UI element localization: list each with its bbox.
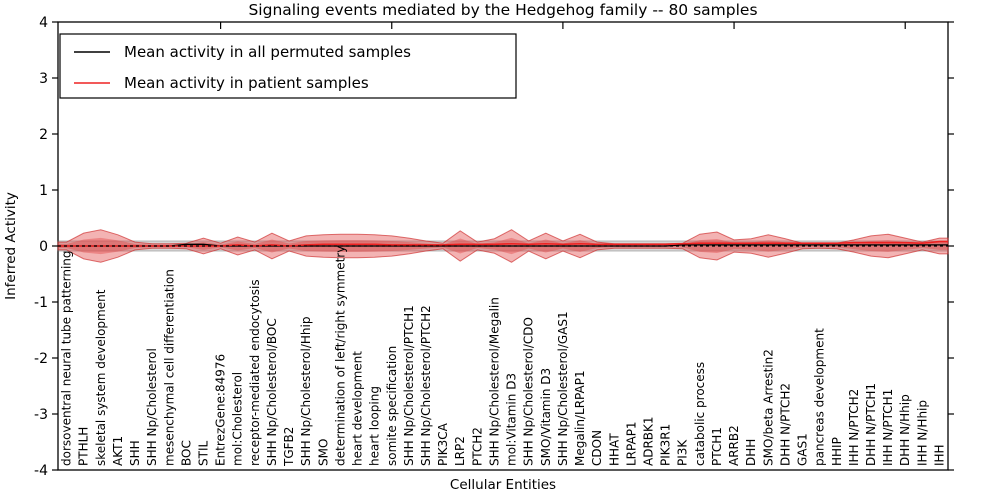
- x-category-label: IHH N/PTCH2: [847, 389, 861, 466]
- x-category-label: IHH: [932, 444, 946, 466]
- x-category-label: IHH N/Hhip: [915, 400, 929, 466]
- y-tick-label: 1: [39, 183, 48, 199]
- y-axis-label: Inferred Activity: [3, 192, 19, 300]
- legend-label-permuted: Mean activity in all permuted samples: [124, 43, 411, 61]
- x-category-label: PIK3CA: [436, 422, 450, 466]
- x-category-label: SHH: [128, 440, 142, 466]
- x-category-label: dorsoventral neural tube patterning: [60, 250, 74, 466]
- x-category-label: AKT1: [111, 436, 125, 466]
- x-category-label: IHH N/PTCH1: [881, 389, 895, 466]
- x-category-label: DHH N/Hhip: [898, 394, 912, 466]
- x-category-label: pancreas development: [813, 328, 827, 466]
- x-category-label: SHH Np/Cholesterol/Megalin: [487, 297, 501, 466]
- y-tick-label: -4: [34, 463, 48, 479]
- mean-lines: [58, 240, 948, 247]
- legend-label-patient: Mean activity in patient samples: [124, 74, 369, 92]
- x-category-label: receptor-mediated endocytosis: [248, 279, 262, 466]
- y-tick-label: -1: [34, 295, 48, 311]
- x-category-label: SHH Np/Cholesterol/GAS1: [556, 311, 570, 466]
- y-tick-labels: 4 3 2 1 0 -1 -2 -3 -4: [34, 15, 48, 479]
- y-tick-label: -2: [34, 351, 48, 367]
- x-category-label: SHH Np/Cholesterol/CDO: [522, 317, 536, 466]
- x-category-label: skeletal system development: [94, 289, 108, 466]
- x-category-label: STIL: [196, 441, 210, 466]
- x-category-label: heart development: [351, 351, 365, 466]
- y-tick-label: 0: [39, 239, 48, 255]
- x-category-label: catabolic process: [693, 362, 707, 466]
- x-category-label: LRPAP1: [624, 421, 638, 466]
- x-category-label: CDON: [590, 430, 604, 466]
- x-category-label: LRP2: [453, 436, 467, 466]
- x-category-label: SHH Np/Cholesterol/PTCH2: [419, 305, 433, 466]
- x-category-label: HHAT: [607, 433, 621, 466]
- x-category-label: PI3K: [676, 439, 690, 466]
- x-category-label: DHH N/PTCH1: [864, 383, 878, 466]
- x-category-label: mol:Cholesterol: [231, 372, 245, 466]
- x-category-label: PTCH2: [470, 427, 484, 466]
- axis-ticks: [52, 21, 954, 471]
- y-tick-label: 4: [39, 15, 48, 31]
- x-category-label: EntrezGene:84976: [214, 354, 228, 466]
- legend-box: [59, 33, 517, 99]
- x-category-label: TGFB2: [282, 427, 296, 467]
- x-category-label: heart looping: [368, 386, 382, 466]
- x-category-label: PTHLH: [77, 427, 91, 466]
- x-category-label: somite specification: [385, 346, 399, 466]
- x-category-label: GAS1: [796, 433, 810, 466]
- x-category-label: SMO: [316, 439, 330, 466]
- patient-mean-line: [58, 240, 948, 247]
- x-category-label: HHIP: [830, 437, 844, 466]
- legend: Mean activity in all permuted samples Me…: [59, 33, 517, 99]
- x-category-label: SHH Np/Cholesterol: [145, 348, 159, 466]
- x-category-label: PIK3R1: [659, 424, 673, 466]
- x-category-label: DHH: [744, 439, 758, 466]
- x-category-label: SHH Np/Cholesterol/PTCH1: [402, 305, 416, 466]
- x-category-label: PTCH1: [710, 427, 724, 466]
- x-category-label: mol:Vitamin D3: [505, 373, 519, 466]
- x-category-label: SMO/beta Arrestin2: [761, 349, 775, 466]
- chart-title: Signaling events mediated by the Hedgeho…: [248, 1, 757, 19]
- y-tick-label: -3: [34, 407, 48, 423]
- x-axis-label: Cellular Entities: [450, 477, 556, 493]
- x-category-label: SHH Np/Cholesterol/BOC: [265, 318, 279, 466]
- x-category-label: DHH N/PTCH2: [778, 383, 792, 466]
- y-tick-label: 2: [39, 127, 48, 143]
- x-category-label: SMO/Vitamin D3: [539, 368, 553, 466]
- x-category-label: BOC: [179, 440, 193, 466]
- x-category-label: ADRBK1: [641, 416, 655, 466]
- x-category-label: mesenchymal cell differentiation: [162, 269, 176, 466]
- x-category-label: SHH Np/Cholesterol/Hhip: [299, 317, 313, 466]
- y-tick-label: 3: [39, 71, 48, 87]
- x-category-label: Megalin/LRPAP1: [573, 370, 587, 466]
- x-category-label: determination of left/right symmetry: [333, 246, 347, 466]
- x-category-label: ARRB2: [727, 425, 741, 466]
